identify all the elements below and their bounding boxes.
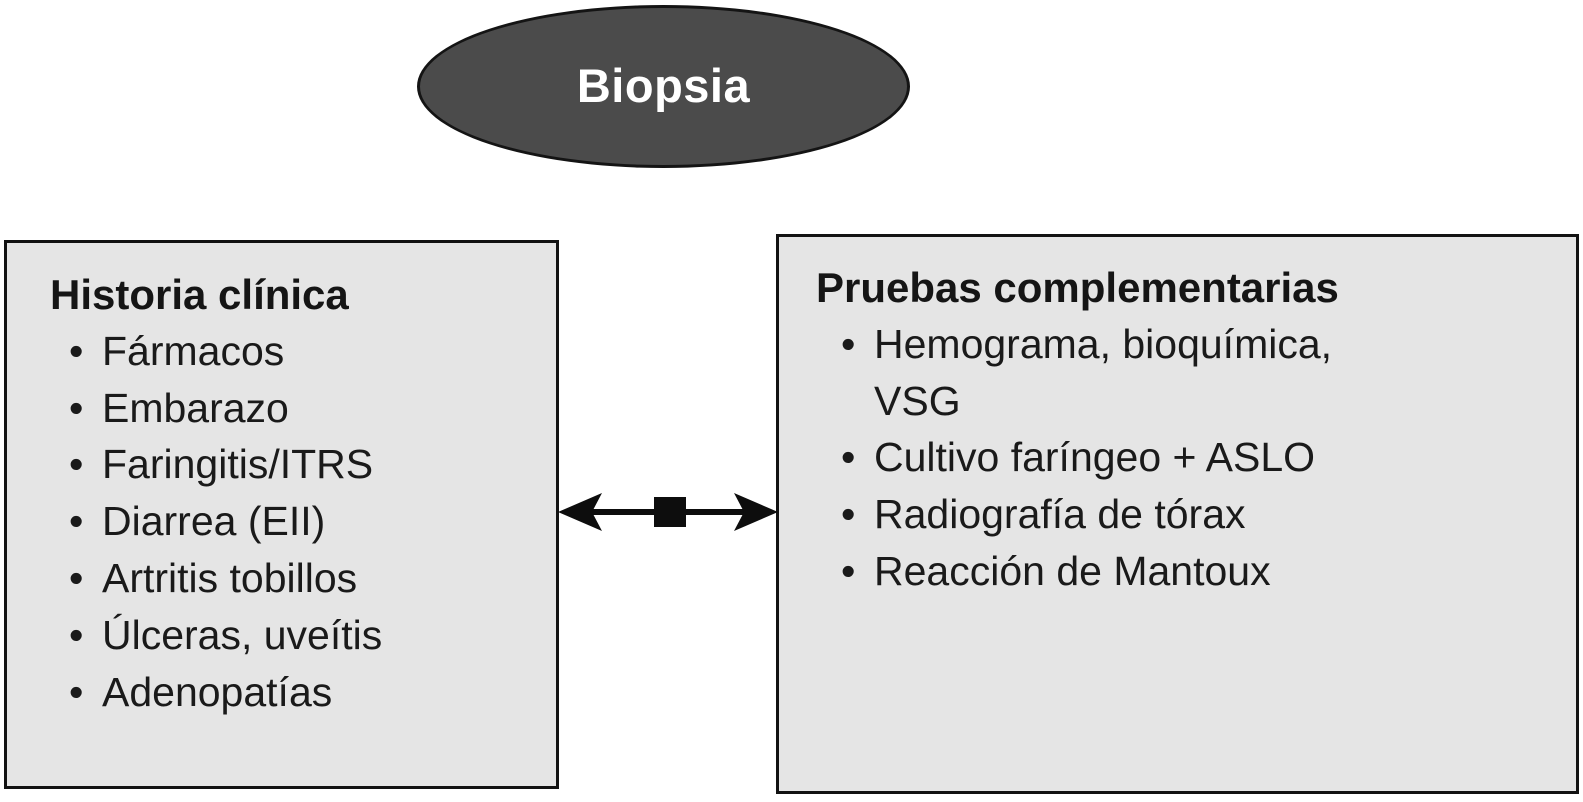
pruebas-complementarias-list: Hemograma, bioquímica, VSG Cultivo farín… xyxy=(841,316,1576,600)
list-item: Adenopatías xyxy=(69,664,556,721)
list-item: Diarrea (EII) xyxy=(69,493,556,550)
list-item: Embarazo xyxy=(69,380,556,437)
list-item: Cultivo faríngeo + ASLO xyxy=(841,429,1576,486)
historia-clinica-panel: Historia clínica Fármacos Embarazo Farin… xyxy=(4,240,559,789)
list-item: Úlceras, uveítis xyxy=(69,607,556,664)
historia-clinica-list: Fármacos Embarazo Faringitis/ITRS Diarre… xyxy=(69,323,556,720)
double-headed-arrow-icon xyxy=(558,493,778,531)
pruebas-complementarias-panel: Pruebas complementarias Hemograma, bioqu… xyxy=(776,234,1579,794)
biopsia-node-label: Biopsia xyxy=(576,59,751,112)
list-item: Artritis tobillos xyxy=(69,550,556,607)
list-item: Faringitis/ITRS xyxy=(69,436,556,493)
historia-clinica-title: Historia clínica xyxy=(50,271,349,318)
pruebas-complementarias-title: Pruebas complementarias xyxy=(816,264,1339,311)
list-item: Fármacos xyxy=(69,323,556,380)
list-item: Hemograma, bioquímica, VSG xyxy=(841,316,1576,430)
list-item: Radiografía de tórax xyxy=(841,486,1576,543)
double-headed-arrow-connector xyxy=(556,478,780,546)
list-item: Reacción de Mantoux xyxy=(841,543,1576,600)
biopsia-node: Biopsia xyxy=(417,5,910,168)
